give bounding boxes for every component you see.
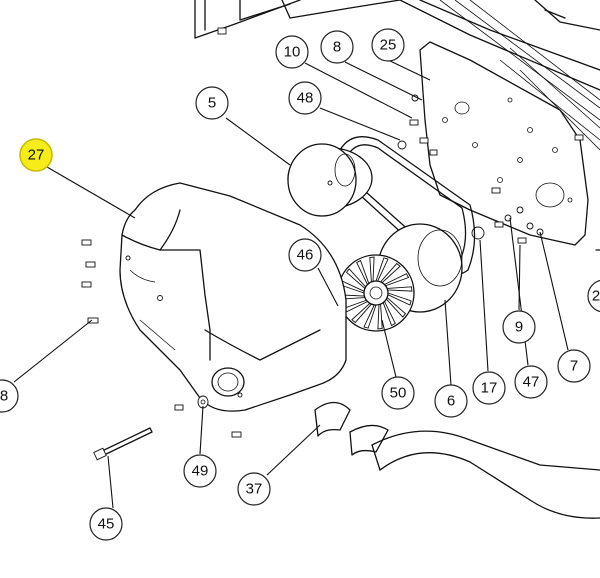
- callout-49: 49: [183, 454, 217, 488]
- callout-46: 46: [288, 238, 322, 272]
- callout-17: 17: [472, 371, 506, 405]
- svg-text:50: 50: [390, 385, 407, 402]
- svg-text:10: 10: [284, 44, 301, 61]
- svg-text:45: 45: [98, 516, 115, 533]
- callout-8-left-edge: 8: [0, 379, 19, 413]
- callout-10: 10: [275, 35, 309, 69]
- exhaust-deflector: [314, 401, 389, 456]
- callout-27: 27: [19, 138, 53, 172]
- svg-text:5: 5: [208, 95, 216, 112]
- svg-text:9: 9: [515, 319, 523, 336]
- mounting-plate: [419, 41, 589, 246]
- svg-text:2: 2: [592, 288, 600, 305]
- callout-6: 6: [434, 384, 468, 418]
- cooling-fan: [337, 254, 415, 332]
- callout-50: 50: [381, 376, 415, 410]
- callouts: 27 5 10 8 25 48 46 9: [0, 28, 600, 541]
- svg-text:6: 6: [447, 393, 455, 410]
- svg-text:49: 49: [192, 463, 209, 480]
- callout-45: 45: [89, 507, 123, 541]
- hardware-left: [81, 239, 242, 438]
- exhaust-hose: [371, 430, 600, 519]
- frame-structure: [194, 0, 600, 151]
- callout-5: 5: [195, 86, 229, 120]
- callout-25: 25: [371, 28, 405, 62]
- svg-text:27: 27: [28, 147, 45, 164]
- belt-guard-housing: [119, 182, 347, 412]
- callout-9: 9: [502, 310, 536, 344]
- pulley-5: [287, 143, 373, 217]
- svg-text:8: 8: [333, 39, 341, 56]
- svg-text:37: 37: [246, 481, 263, 498]
- svg-text:48: 48: [297, 90, 314, 107]
- callout-8-top: 8: [320, 30, 354, 64]
- svg-text:17: 17: [481, 380, 498, 397]
- leader-lines: [13, 59, 569, 509]
- callout-37: 37: [237, 472, 271, 506]
- svg-text:46: 46: [297, 247, 314, 264]
- callout-2-edge: 2: [587, 279, 600, 313]
- svg-text:7: 7: [570, 358, 578, 375]
- svg-text:25: 25: [380, 37, 397, 54]
- callout-48: 48: [288, 81, 322, 115]
- callout-47: 47: [514, 365, 548, 399]
- svg-text:47: 47: [523, 374, 540, 391]
- long-bolt-45: [93, 427, 153, 461]
- callout-7: 7: [557, 349, 591, 383]
- svg-text:8: 8: [0, 388, 8, 405]
